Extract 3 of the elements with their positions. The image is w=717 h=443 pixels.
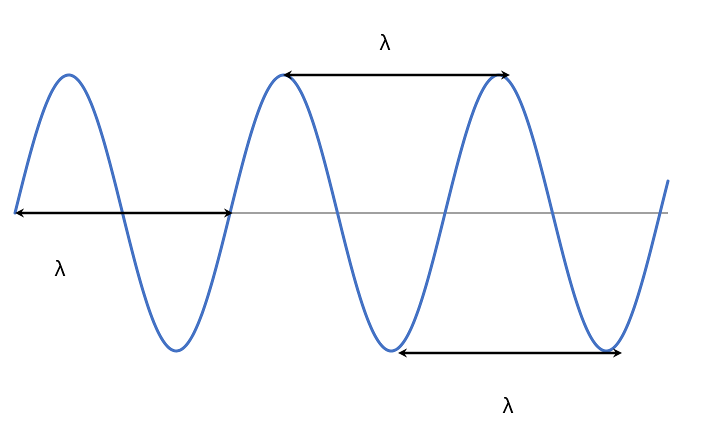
wavelength-label: λ [54, 260, 66, 276]
wavelength-label: λ [502, 397, 514, 413]
wavelength-label: λ [380, 34, 390, 50]
